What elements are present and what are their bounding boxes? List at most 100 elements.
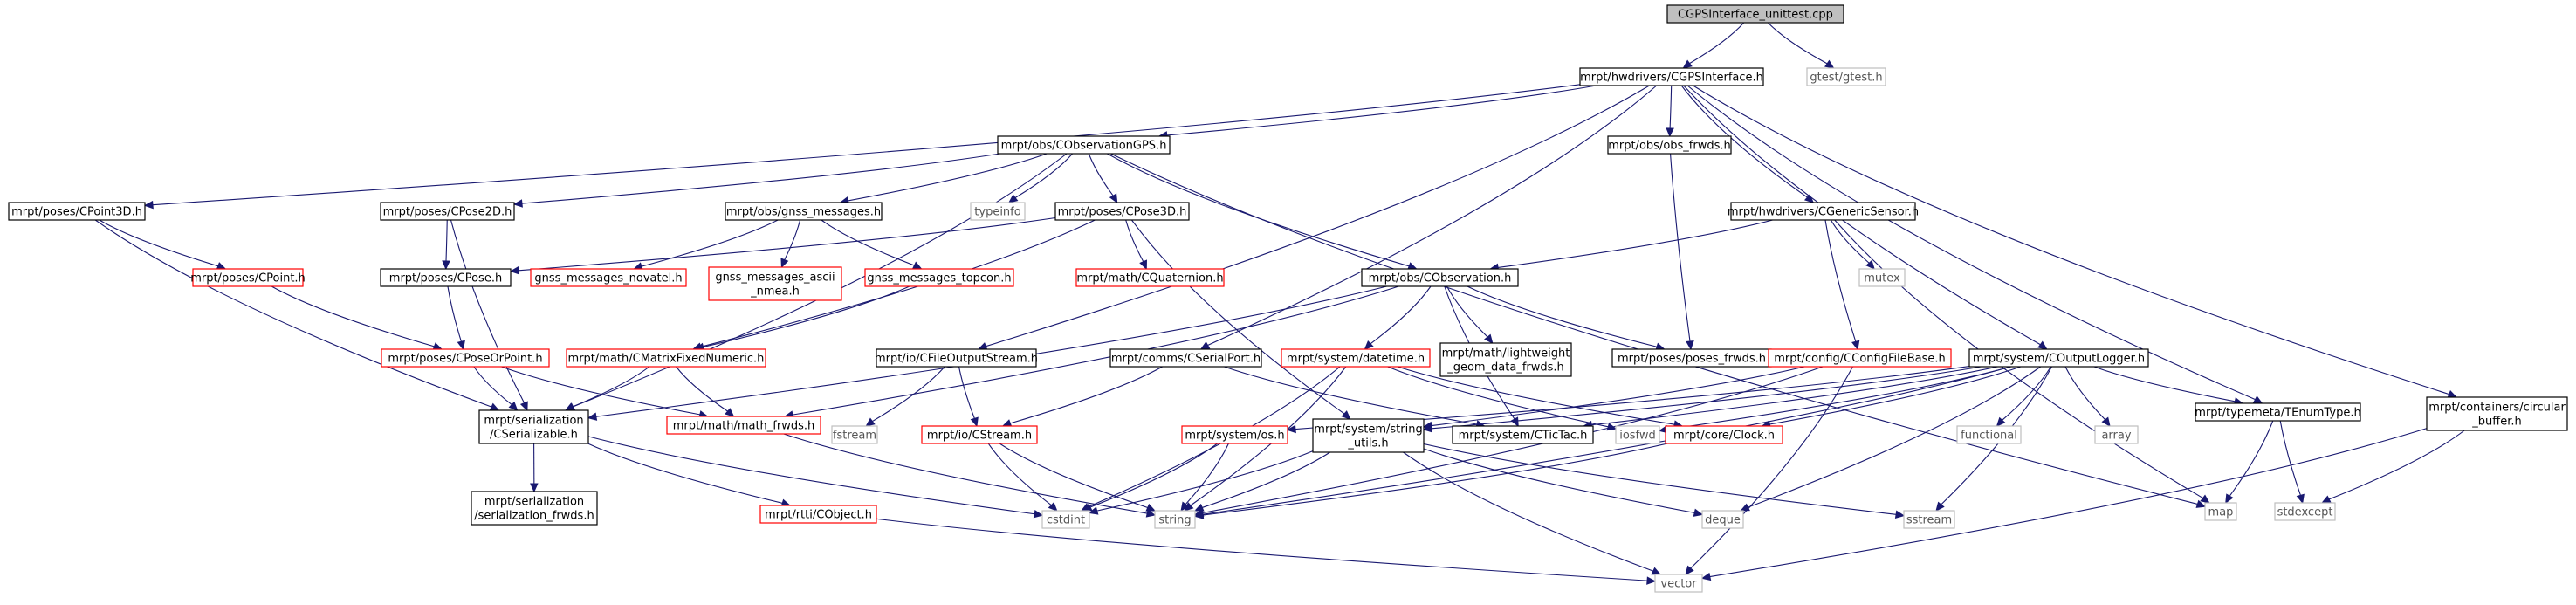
node-label: mrpt/obs/obs_frwds.h [1608,140,1731,153]
node-box [1968,348,2149,368]
edge-cserializable-to-cstdint [587,436,1044,519]
node-vector[interactable]: vector [1654,574,1703,593]
node-iosfwd[interactable]: iosfwd [1615,425,1660,444]
node-cserializable[interactable]: mrpt/serialization/CSerializable.h [478,409,589,444]
edge-line [587,443,783,504]
node-fstream[interactable]: fstream [831,425,878,444]
edge-line [518,217,1056,272]
node-label: mrpt/typemeta/TEnumType.h [2195,407,2360,420]
edge-cgpsinterface-to-cserialport [1199,85,1658,350]
node-label: mrpt/poses/poses_frwds.h [1618,353,1766,366]
node-box [708,266,842,301]
node-box [1109,348,1262,368]
node-label: /CSerializable.h [490,429,578,442]
node-os[interactable]: mrpt/system/os.h [1181,425,1288,444]
node-typeinfo[interactable]: typeinfo [970,202,1026,221]
node-label: array [2101,430,2131,443]
edge-arrowhead [216,262,227,271]
node-box [1615,425,1660,444]
node-label: mrpt/io/CStream.h [927,430,1032,443]
node-label: mrpt/poses/CPoseOrPoint.h [388,353,542,366]
node-cpose3d[interactable]: mrpt/poses/CPose3D.h [1054,202,1190,221]
node-gtest[interactable]: gtest/gtest.h [1806,67,1886,86]
node-cobsgps[interactable]: mrpt/obs/CObservationGPS.h [997,135,1171,155]
edge-cposeorpoint-to-cserializable [473,366,519,411]
edge-cfileoutput-to-fstream [865,366,945,427]
node-box [8,202,146,221]
node-string[interactable]: string [1154,510,1196,529]
edge-line [1709,428,2428,578]
node-box [1054,202,1190,221]
edge-line [958,366,975,419]
node-sstream[interactable]: sstream [1903,510,1955,529]
node-cpoint[interactable]: mrpt/poses/CPoint.h [190,268,306,287]
node-cobject[interactable]: mrpt/rtti/CObject.h [759,505,877,524]
node-cstdint[interactable]: cstdint [1041,510,1090,529]
node-mutex[interactable]: mutex [1858,268,1906,287]
node-lightweight[interactable]: mrpt/math/lightweight_geom_data_frwds.h [1439,342,1572,377]
node-label: sstream [1906,514,1952,527]
node-cconfigfilebase[interactable]: mrpt/config/CConfigFileBase.h [1768,348,1952,368]
node-box [380,202,515,221]
node-deque[interactable]: deque [1701,510,1744,529]
edge-line [1431,366,1805,427]
node-cpose2d[interactable]: mrpt/poses/CPose2D.h [380,202,515,221]
edge-line [999,443,1148,508]
edge-os-to-string [1180,443,1229,512]
edge-cpose2d-to-cserializable [450,219,528,412]
node-stringutils[interactable]: mrpt/system/string_utils.h [1312,418,1425,453]
node-cgenericsensor[interactable]: mrpt/hwdrivers/CGenericSensor.h [1728,202,1919,221]
edge-line [872,366,945,423]
node-label: mrpt/serialization [484,496,584,509]
edge-arrowhead [489,402,500,411]
edge-arrowhead [1088,506,1099,515]
edge-stringutils-to-vector [1403,451,1662,575]
node-obsfrwds[interactable]: mrpt/obs/obs_frwds.h [1607,135,1732,155]
node-gnssmsgs[interactable]: mrpt/obs/gnss_messages.h [725,202,883,221]
node-cpoint3d[interactable]: mrpt/poses/CPoint3D.h [8,202,146,221]
node-cserialport[interactable]: mrpt/comms/CSerialPort.h [1109,348,1262,368]
node-box [921,425,1038,444]
node-array[interactable]: array [2094,425,2139,444]
edge-arrowhead [1484,333,1494,344]
node-asciinmea[interactable]: gnss_messages_ascii_nmea.h [708,266,842,301]
edge-cstream-to-cstdint [987,443,1058,512]
node-cposeorpoint[interactable]: mrpt/poses/CPoseOrPoint.h [381,348,550,368]
node-cfileoutput[interactable]: mrpt/io/CFileOutputStream.h [875,348,1038,368]
node-box [1281,348,1431,368]
node-mathfrwds[interactable]: mrpt/math/math_frwds.h [666,416,821,435]
node-cobservation[interactable]: mrpt/obs/CObservation.h [1361,268,1519,287]
node-cstream[interactable]: mrpt/io/CStream.h [921,425,1038,444]
edge-line [2328,430,2465,500]
node-circular[interactable]: mrpt/containers/circular_buffer.h [2426,396,2568,431]
edge-circular-to-vector [1700,428,2428,581]
node-label: _buffer.h [2471,416,2521,429]
node-label: mrpt/poses/CPose2D.h [383,206,512,219]
node-label: mrpt/poses/CPose3D.h [1058,206,1187,219]
node-functional[interactable]: functional [1956,425,2022,444]
node-stdexcept[interactable]: stdexcept [2274,502,2336,521]
node-topcon[interactable]: gnss_messages_topcon.h [864,268,1014,287]
node-map[interactable]: map [2204,502,2237,521]
node-cmatrixfixed[interactable]: mrpt/math/CMatrixFixedNumeric.h [566,348,766,368]
node-cquaternion[interactable]: mrpt/math/CQuaternion.h [1075,268,1225,287]
node-coutputlogger[interactable]: mrpt/system/COutputLogger.h [1968,348,2149,368]
node-posesfrwds[interactable]: mrpt/poses/poses_frwds.h [1611,348,1772,368]
node-clock[interactable]: mrpt/core/Clock.h [1665,425,1783,444]
node-box [2426,396,2568,431]
node-datetime[interactable]: mrpt/system/datetime.h [1281,348,1431,368]
edge-line [1202,451,1330,508]
node-tenumtype[interactable]: mrpt/typemeta/TEnumType.h [2195,402,2361,422]
node-root[interactable]: CGPSInterface_unittest.cpp [1666,4,1844,24]
edge-line [1690,366,1853,569]
node-ctictac[interactable]: mrpt/system/CTicTac.h [1452,425,1594,444]
edge-gnssmsgs-to-novatel [633,219,779,271]
node-cgpsinterface[interactable]: mrpt/hwdrivers/CGPSInterface.h [1579,67,1764,86]
node-label: gnss_messages_topcon.h [867,272,1011,285]
graph-nodes: CGPSInterface_unittest.cpp mrpt/hwdrivers… [8,4,2568,593]
node-serfrwds[interactable]: mrpt/serialization/serialization_frwds.h [471,491,598,526]
edge-cconfigfilebase-to-vector [1685,366,1853,575]
node-box [530,268,687,287]
node-novatel[interactable]: gnss_messages_novatel.h [530,268,687,287]
node-cpose[interactable]: mrpt/poses/CPose.h [380,268,512,287]
